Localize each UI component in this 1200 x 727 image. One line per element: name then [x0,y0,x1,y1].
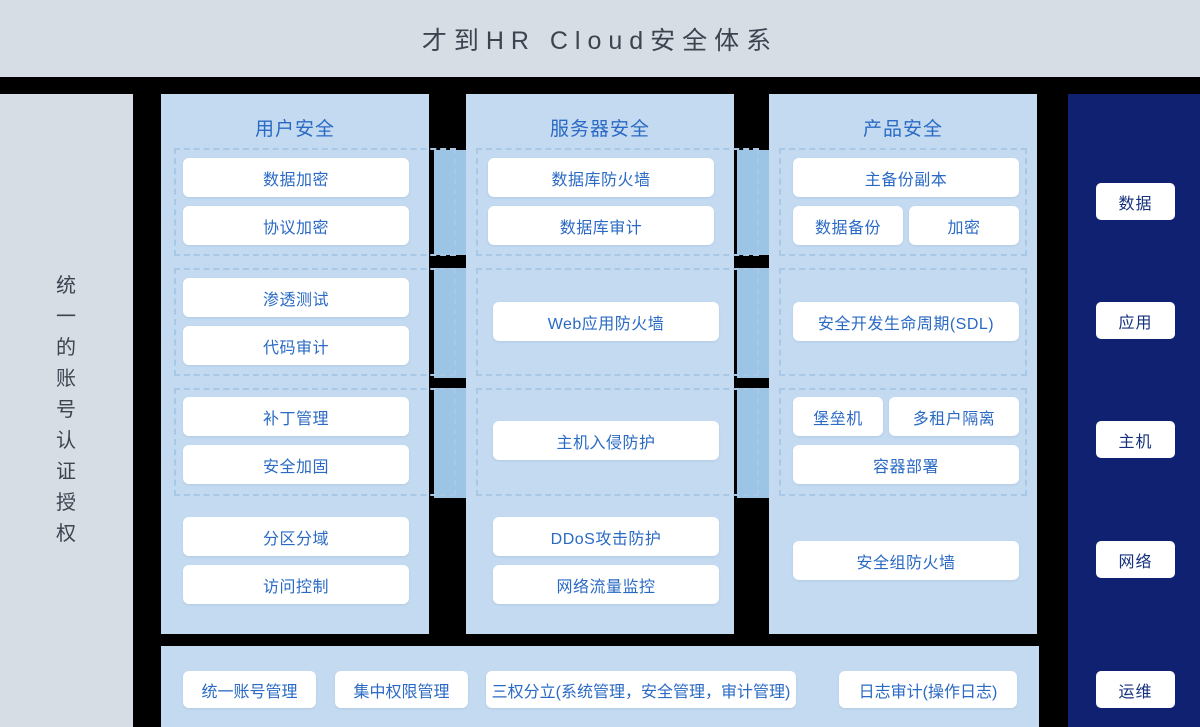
security-card-数据库审计[interactable]: 数据库审计 [488,206,714,245]
left-rail-char: 账 [56,368,77,390]
security-card-数据加密[interactable]: 数据加密 [183,158,409,197]
security-card-加密[interactable]: 加密 [909,206,1019,245]
connector-gap-2-band-2 [737,268,769,378]
left-rail-char: 一 [56,306,77,328]
bottom-card-日志审计(操作日志)[interactable]: 日志审计(操作日志) [839,671,1017,708]
rail-chip-网络[interactable]: 网络 [1096,541,1175,578]
security-card-多租户隔离[interactable]: 多租户隔离 [889,397,1019,436]
security-card-补丁管理[interactable]: 补丁管理 [183,397,409,436]
rail-chip-运维[interactable]: 运维 [1096,671,1175,708]
column-title: 服务器安全 [549,119,650,140]
rail-chip-数据[interactable]: 数据 [1096,183,1175,220]
security-card-DDoS攻击防护[interactable]: DDoS攻击防护 [493,517,719,556]
security-card-代码审计[interactable]: 代码审计 [183,326,409,365]
left-rail-char: 认 [56,430,77,452]
security-card-访问控制[interactable]: 访问控制 [183,565,409,604]
security-card-主备份副本[interactable]: 主备份副本 [793,158,1019,197]
connector-gap-2-band-3 [737,388,769,498]
left-rail-char: 的 [56,337,77,359]
security-card-协议加密[interactable]: 协议加密 [183,206,409,245]
connector-gap-1-band-3 [434,388,466,498]
bottom-card-三权分立(系统管理，安全管理，审计管理)[interactable]: 三权分立(系统管理，安全管理，审计管理) [486,671,796,708]
security-card-渗透测试[interactable]: 渗透测试 [183,278,409,317]
rail-chip-应用[interactable]: 应用 [1096,302,1175,339]
security-card-堡垒机[interactable]: 堡垒机 [793,397,883,436]
left-rail-char: 权 [56,523,77,545]
security-card-数据库防火墙[interactable]: 数据库防火墙 [488,158,714,197]
connector-gap-1-band-2 [434,268,466,378]
page-header: 才到HR Cloud安全体系 [0,0,1200,77]
column-title: 产品安全 [862,119,943,140]
security-card-主机入侵防护[interactable]: 主机入侵防护 [493,421,719,460]
left-rail-char: 证 [56,461,77,483]
bottom-card-统一账号管理[interactable]: 统一账号管理 [183,671,316,708]
bottom-card-集中权限管理[interactable]: 集中权限管理 [335,671,468,708]
left-rail-char: 统 [56,275,77,297]
page-title: 才到HR Cloud安全体系 [421,26,779,55]
left-rail-label: 统一的账号认证授权 [56,271,77,550]
left-rail-char: 授 [56,492,77,514]
security-card-容器部署[interactable]: 容器部署 [793,445,1019,484]
security-card-分区分域[interactable]: 分区分域 [183,517,409,556]
left-rail-unified-account: 统一的账号认证授权 [0,94,133,727]
security-card-数据备份[interactable]: 数据备份 [793,206,903,245]
column-title: 用户安全 [254,119,335,140]
security-card-网络流量监控[interactable]: 网络流量监控 [493,565,719,604]
connector-gap-1-band-1 [434,150,466,255]
security-card-安全加固[interactable]: 安全加固 [183,445,409,484]
security-card-安全组防火墙[interactable]: 安全组防火墙 [793,541,1019,580]
security-card-Web应用防火墙[interactable]: Web应用防火墙 [493,302,719,341]
connector-gap-2-band-1 [737,150,769,255]
rail-chip-主机[interactable]: 主机 [1096,421,1175,458]
security-card-安全开发生命周期(SDL)[interactable]: 安全开发生命周期(SDL) [793,302,1019,341]
left-rail-char: 号 [56,399,77,421]
